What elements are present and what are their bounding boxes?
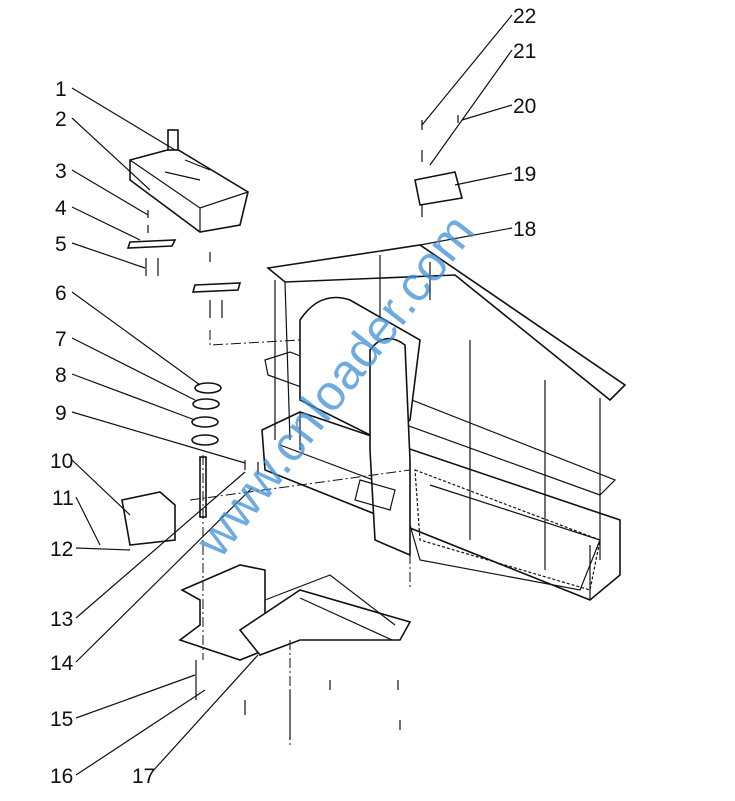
- callout-17: 17: [132, 765, 155, 788]
- floor-grating: [414, 469, 601, 591]
- callout-12: 12: [50, 538, 73, 561]
- callout-11: 11: [52, 487, 74, 510]
- callout-20: 20: [513, 95, 536, 118]
- callout-14: 14: [50, 652, 74, 675]
- callout-labels: 1 2 3 4 5 6 7 8 9 10 11 12 13 14 15 16 1…: [50, 5, 536, 788]
- platform-basket: [261, 244, 627, 601]
- callout-21: 21: [513, 40, 536, 63]
- callout-18: 18: [513, 218, 536, 241]
- callout-1: 1: [55, 78, 67, 101]
- control-box: [129, 129, 249, 233]
- centerlines: [189, 330, 411, 745]
- callout-6: 6: [55, 282, 67, 305]
- leader-lines: [71, 14, 513, 776]
- callout-22: 22: [513, 5, 536, 28]
- callout-5: 5: [55, 233, 67, 256]
- callout-16: 16: [50, 765, 73, 788]
- callout-19: 19: [513, 163, 536, 186]
- callout-4: 4: [55, 197, 67, 220]
- callout-13: 13: [50, 608, 73, 631]
- callout-10: 10: [50, 450, 73, 473]
- callout-3: 3: [55, 160, 67, 183]
- callout-9: 9: [55, 402, 67, 425]
- rotator-base: [178, 564, 412, 740]
- callout-15: 15: [50, 708, 73, 731]
- callout-2: 2: [55, 108, 67, 131]
- callout-7: 7: [55, 328, 67, 351]
- callout-8: 8: [55, 364, 67, 387]
